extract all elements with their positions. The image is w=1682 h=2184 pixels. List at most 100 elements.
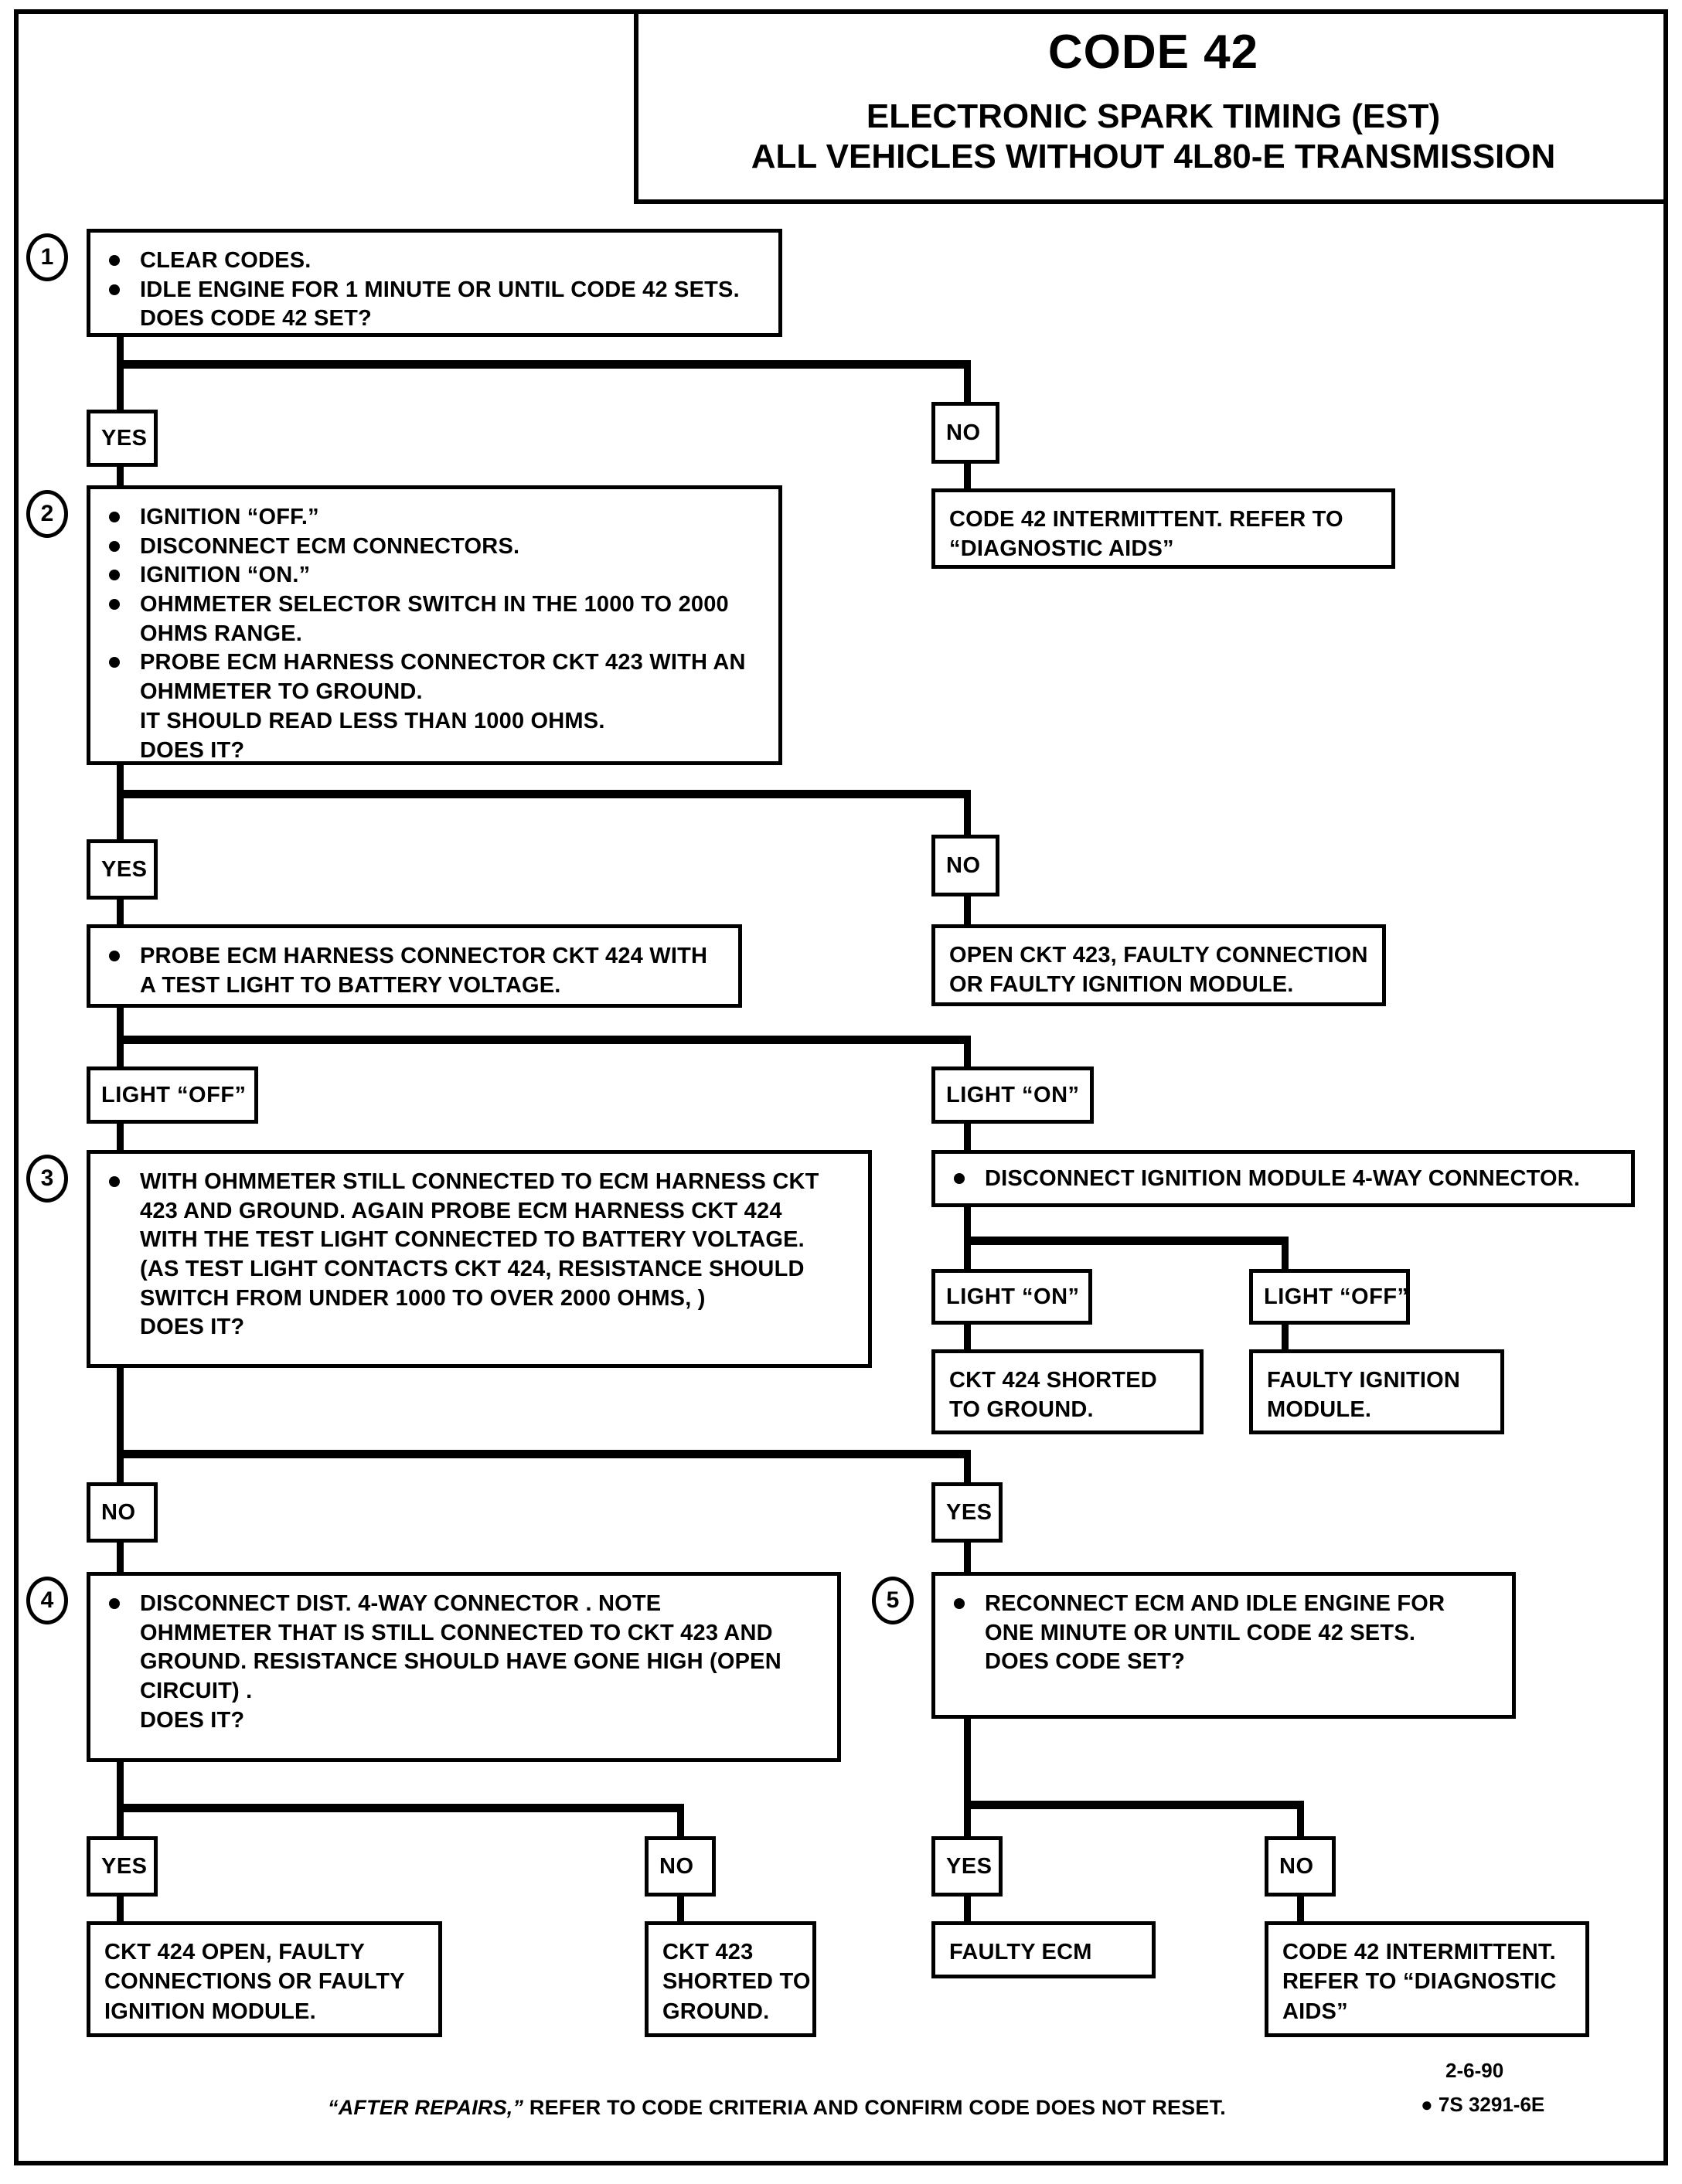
connector-s3-yes-down xyxy=(964,1450,971,1485)
step-3-line-3: WITH THE TEST LIGHT CONNECTED TO BATTERY… xyxy=(140,1227,805,1253)
bullet-icon xyxy=(109,570,120,581)
step-2b-line-2: A TEST LIGHT TO BATTERY VOLTAGE. xyxy=(140,972,561,998)
terminal-open-ckt423: OPEN CKT 423, FAULTY CONNECTION OR FAULT… xyxy=(931,924,1386,1006)
connector-s3r-right-down xyxy=(1282,1237,1289,1271)
step-number-1: 1 xyxy=(26,233,68,281)
step-3-line-1: WITH OHMMETER STILL CONNECTED TO ECM HAR… xyxy=(140,1169,819,1194)
footer-part-number: ● 7S 3291-6E xyxy=(1421,2093,1545,2116)
connector-no2-down xyxy=(964,896,971,924)
connector-s2-split xyxy=(117,790,971,798)
terminal-code42-intermittent-bottom: CODE 42 INTERMITTENT. REFER TO “DIAGNOST… xyxy=(1265,1921,1589,2037)
step-number-2: 2 xyxy=(26,490,68,538)
footer-note-rest: REFER TO CODE CRITERIA AND CONFIRM CODE … xyxy=(523,2096,1226,2119)
connector-s2b-down xyxy=(117,1008,124,1043)
bullet-icon xyxy=(109,657,120,668)
step-5-line-3: DOES CODE SET? xyxy=(985,1649,1185,1675)
connector-s3r-down xyxy=(964,1207,971,1244)
step-2b-box: PROBE ECM HARNESS CONNECTOR CKT 424 WITH… xyxy=(87,924,742,1008)
step-4-line-1: DISCONNECT DIST. 4-WAY CONNECTOR . NOTE xyxy=(140,1591,662,1616)
connector-yes1-to-s2 xyxy=(117,467,124,495)
step-2-line-4: OHMMETER SELECTOR SWITCH IN THE 1000 TO … xyxy=(140,592,729,617)
connector-s1-split xyxy=(117,360,971,369)
title-block: CODE 42 ELECTRONIC SPARK TIMING (EST) AL… xyxy=(634,9,1668,204)
label-yes-step3: YES xyxy=(931,1482,1003,1543)
connector-light-on-down xyxy=(964,1036,971,1068)
step-2-line-7: OHMMETER TO GROUND. xyxy=(140,679,423,705)
step-4-line-5: DOES IT? xyxy=(140,1707,245,1733)
label-light-on-1: LIGHT “ON” xyxy=(931,1066,1094,1124)
label-no-step1: NO xyxy=(931,402,999,464)
bullet-icon xyxy=(954,1598,965,1609)
terminal-line: CODE 42 INTERMITTENT. REFER TO xyxy=(949,507,1343,532)
connector-s2b-split xyxy=(117,1036,971,1044)
bullet-icon xyxy=(109,512,120,522)
connector-s5-yes-down xyxy=(964,1801,971,1838)
connector-s3-split xyxy=(117,1450,971,1458)
connector-s4-no-down xyxy=(677,1804,684,1838)
terminal-line: OR FAULTY IGNITION MODULE. xyxy=(949,972,1294,998)
bullet-icon xyxy=(109,951,120,961)
terminal-ckt424-shorted: CKT 424 SHORTED TO GROUND. xyxy=(931,1349,1204,1434)
label-yes-step1: YES xyxy=(87,410,158,467)
terminal-line: TO GROUND. xyxy=(949,1397,1094,1423)
terminal-line: CKT 423 xyxy=(662,1940,754,1965)
step-1-line-3: DOES CODE 42 SET? xyxy=(140,306,372,332)
step-5-line-2: ONE MINUTE OR UNTIL CODE 42 SETS. xyxy=(985,1620,1416,1645)
connector-s5-split xyxy=(964,1801,1304,1809)
terminal-line: CKT 424 OPEN, FAULTY xyxy=(104,1940,366,1965)
label-yes-step2: YES xyxy=(87,839,158,900)
page-title: CODE 42 xyxy=(1047,26,1259,80)
bullet-icon xyxy=(109,255,120,266)
step-2-line-9: DOES IT? xyxy=(140,737,245,763)
connector-s3-no-down xyxy=(117,1450,124,1485)
step-4-box: DISCONNECT DIST. 4-WAY CONNECTOR . NOTE … xyxy=(87,1572,841,1762)
connector-no1-to-terminal xyxy=(964,464,971,490)
connector-s5-no-down xyxy=(1297,1801,1304,1838)
connector-s2-no-down xyxy=(964,790,971,835)
connector-lightoff2-down xyxy=(1282,1325,1289,1351)
terminal-faulty-ecm: FAULTY ECM xyxy=(931,1921,1156,1978)
label-light-off-2: LIGHT “OFF” xyxy=(1249,1269,1410,1325)
step-3-line-2: 423 AND GROUND. AGAIN PROBE ECM HARNESS … xyxy=(140,1198,782,1223)
terminal-line: IGNITION MODULE. xyxy=(104,1999,316,2024)
connector-s3r-left-down xyxy=(964,1237,971,1271)
step-3-line-4: (AS TEST LIGHT CONTACTS CKT 424, RESISTA… xyxy=(140,1257,805,1282)
connector-yes2-down xyxy=(117,900,124,927)
bullet-icon xyxy=(109,284,120,295)
connector-lighton-to-s3r xyxy=(964,1124,971,1155)
connector-s4-down xyxy=(117,1762,124,1811)
terminal-line: REFER TO “DIAGNOSTIC xyxy=(1282,1969,1557,1995)
label-light-on-2: LIGHT “ON” xyxy=(931,1269,1092,1325)
step-3-line-5: SWITCH FROM UNDER 1000 TO OVER 2000 OHMS… xyxy=(140,1285,706,1311)
terminal-faulty-ignition-module: FAULTY IGNITION MODULE. xyxy=(1249,1349,1504,1434)
step-number-5: 5 xyxy=(872,1577,914,1624)
connector-s4-yes-down xyxy=(117,1804,124,1838)
connector-yes4-down xyxy=(117,1897,124,1924)
bullet-icon xyxy=(954,1173,965,1184)
step-3-line-6: DOES IT? xyxy=(140,1315,245,1340)
bullet-icon xyxy=(109,540,120,552)
terminal-ckt423-shorted: CKT 423 SHORTED TO GROUND. xyxy=(645,1921,816,2037)
step-4-line-3: GROUND. RESISTANCE SHOULD HAVE GONE HIGH… xyxy=(140,1649,781,1675)
connector-s4-split xyxy=(117,1804,684,1812)
step-4-line-4: CIRCUIT) . xyxy=(140,1679,253,1704)
step-1-line-2: IDLE ENGINE FOR 1 MINUTE OR UNTIL CODE 4… xyxy=(140,277,740,302)
terminal-line: OPEN CKT 423, FAULTY CONNECTION xyxy=(949,943,1368,968)
connector-no3-to-s4 xyxy=(117,1543,124,1573)
title-subtitle-line2: ALL VEHICLES WITHOUT 4L80-E TRANSMISSION xyxy=(751,138,1556,175)
terminal-line: FAULTY IGNITION xyxy=(1267,1368,1461,1393)
terminal-line: CONNECTIONS OR FAULTY xyxy=(104,1969,405,1995)
step-5-line-1: RECONNECT ECM AND IDLE ENGINE FOR xyxy=(985,1591,1445,1616)
label-yes-step4: YES xyxy=(87,1836,158,1897)
terminal-line: MODULE. xyxy=(1267,1397,1372,1423)
step-3-right-line-1: DISCONNECT IGNITION MODULE 4-WAY CONNECT… xyxy=(985,1166,1581,1191)
connector-lightoff-to-s3 xyxy=(117,1124,124,1155)
connector-s2-yes-down xyxy=(117,790,124,839)
step-2-line-8: IT SHOULD READ LESS THAN 1000 OHMS. xyxy=(140,708,605,733)
connector-s3r-split xyxy=(964,1237,1289,1245)
connector-yes3-to-s5 xyxy=(964,1543,971,1573)
connector-s1-down xyxy=(117,337,124,368)
connector-lighton2-down xyxy=(964,1325,971,1351)
terminal-line: “DIAGNOSTIC AIDS” xyxy=(949,536,1174,562)
bullet-icon xyxy=(109,599,120,611)
